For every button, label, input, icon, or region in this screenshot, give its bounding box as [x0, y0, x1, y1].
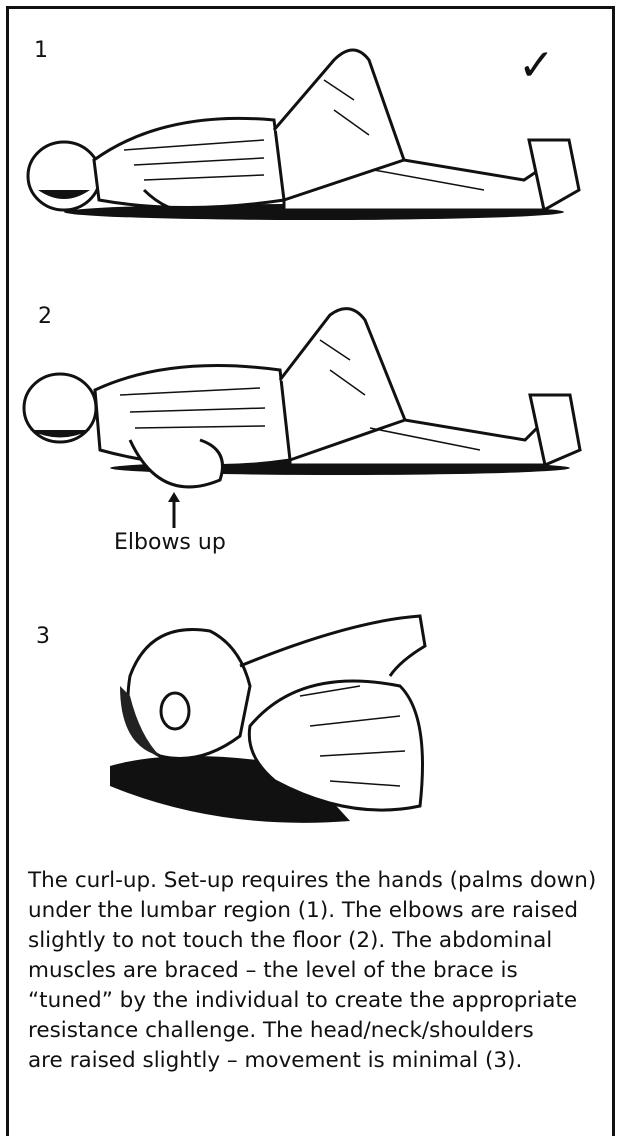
illustration-head-raised-closeup [100, 606, 430, 836]
caption-line: resistance challenge. The head/neck/shou… [28, 1016, 602, 1046]
caption-line: under the lumbar region (1). The elbows … [28, 896, 602, 926]
illustration-supine-elbows-raised [20, 300, 585, 510]
caption-line: muscles are braced – the level of the br… [28, 956, 602, 986]
caption-line: are raised slightly – movement is minima… [28, 1046, 602, 1076]
figure-caption: The curl-up. Set-up requires the hands (… [28, 866, 602, 1076]
caption-line: The curl-up. Set-up requires the hands (… [28, 866, 602, 896]
panel-number-3: 3 [36, 624, 50, 649]
elbows-up-label: Elbows up [114, 530, 226, 555]
caption-line: “tuned” by the individual to create the … [28, 986, 602, 1016]
caption-line: slightly to not touch the floor (2). The… [28, 926, 602, 956]
elbow-pointer-arrow-icon [166, 490, 182, 530]
illustration-supine-hands-under-back [24, 40, 584, 225]
